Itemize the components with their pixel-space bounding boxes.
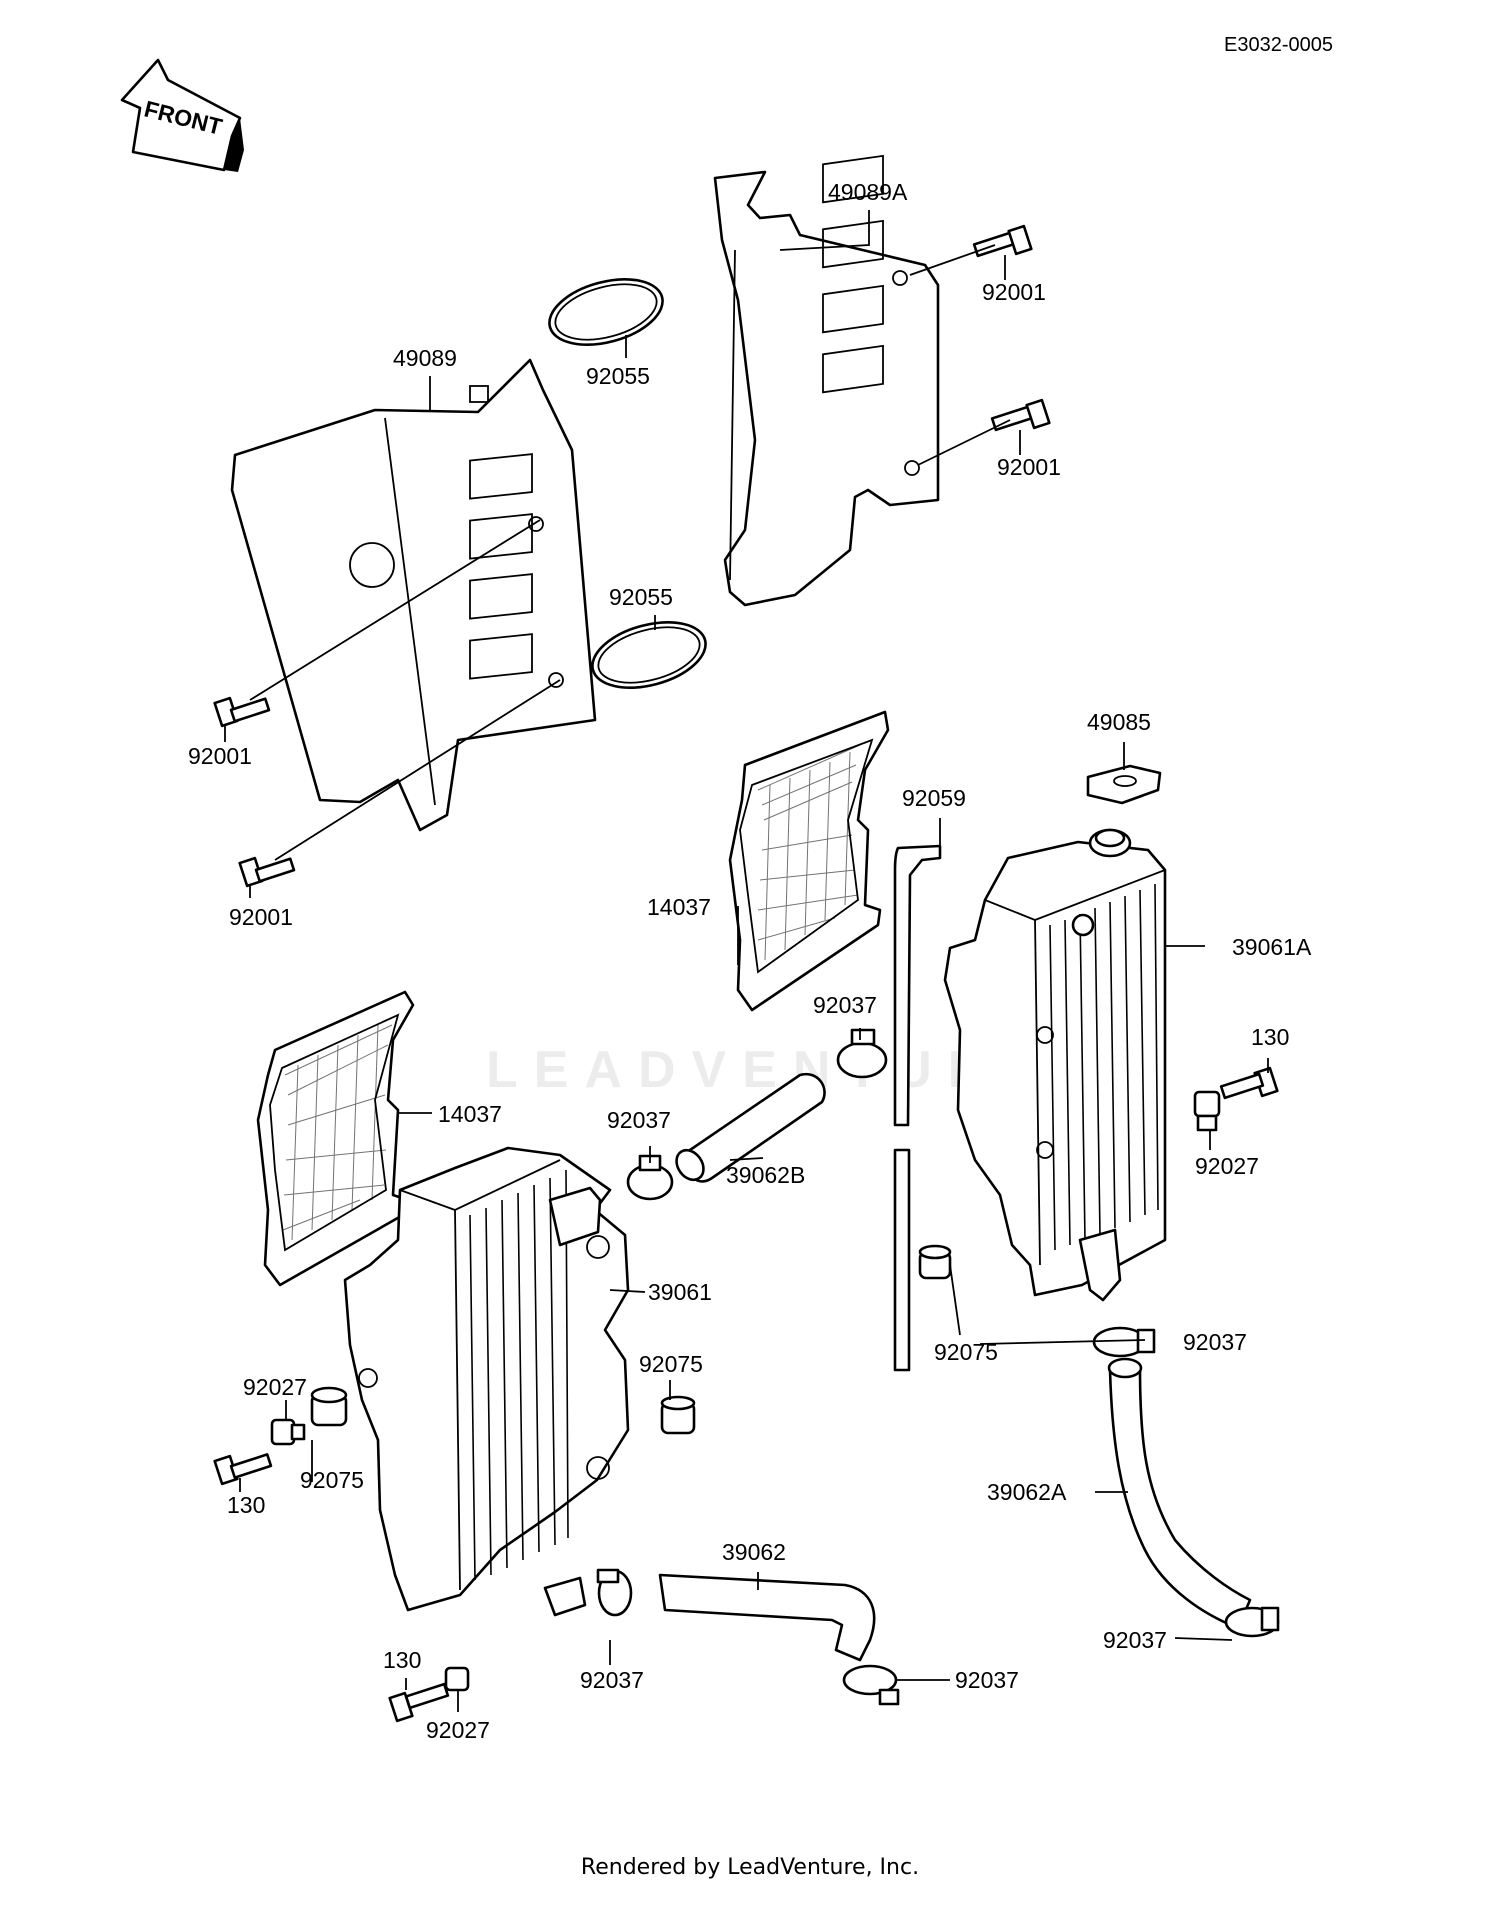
callout: 14037 [647,894,711,920]
clamp-1 [836,1028,888,1079]
grommet-2 [660,1395,696,1435]
collar-92027-right [1193,1090,1221,1132]
callout: 49089A [828,179,908,205]
callout: 92055 [586,363,650,389]
bolt-92001-c [213,696,271,728]
bolt-92001-a [972,224,1033,258]
callout: 130 [227,1492,265,1518]
callout: 39061 [648,1279,712,1305]
shroud-right [713,154,940,607]
bolt-92001-d [238,856,296,888]
clamp-6 [842,1664,900,1706]
clamp-3 [1092,1326,1156,1358]
leader-lines [224,210,1269,1712]
diagram-id: E3032-0005 [1224,34,1333,56]
bolt-130-right [1219,1066,1279,1100]
front-arrow: FRONT [120,58,244,172]
hose-39062 [658,1573,876,1662]
watermark: LEADVENTURE [486,1041,1053,1099]
callout: 92027 [1195,1153,1259,1179]
callout: 92037 [1103,1627,1167,1653]
collar-92027-left [270,1418,306,1446]
clamp-4 [1224,1606,1280,1638]
grommet-3 [310,1386,348,1427]
callout: 130 [383,1647,421,1673]
callout: 39062A [987,1479,1067,1505]
callout: 92001 [229,904,293,930]
callout: 92037 [955,1667,1019,1693]
callout: 130 [1251,1024,1289,1050]
callout: 92075 [934,1339,998,1365]
callout: 14037 [438,1101,502,1127]
callout: 39062 [722,1539,786,1565]
o-ring-lower [591,621,707,689]
callout: 49089 [393,345,457,371]
grill-lower [256,990,415,1287]
callout: 92055 [609,584,673,610]
callout: 92037 [1183,1329,1247,1355]
callout: 39062B [726,1162,805,1188]
hose-39062a [1108,1366,1252,1630]
radiator-right [943,828,1167,1302]
parts-diagram: FRONT [120,58,1312,1743]
callout: 92001 [997,454,1061,480]
callout: 92027 [243,1374,307,1400]
callout: 49085 [1087,709,1151,735]
grommet-1 [918,1244,952,1280]
callout: 92075 [639,1351,703,1377]
collar-92027-bottom [444,1666,470,1692]
radiator-left [343,1146,630,1617]
clamp-2 [626,1154,674,1201]
callout: 92037 [607,1107,671,1133]
callout: 39061A [1232,934,1312,960]
radiator-cap [1086,764,1162,805]
callout: 92037 [813,992,877,1018]
callout-labels: 49089A 92001 92001 49089 92055 92055 920… [188,179,1312,1743]
callout: 92027 [426,1717,490,1743]
clamp-5 [596,1568,633,1617]
callout: 92001 [188,743,252,769]
callout: 92001 [982,279,1046,305]
bolt-130-bottom [388,1682,450,1723]
footer: Rendered by LeadVenture, Inc. [580,1855,920,1880]
callout: 92075 [300,1467,364,1493]
overflow-tube [893,844,942,1372]
grill-upper [728,710,890,1012]
callout: 92059 [902,785,966,811]
o-ring-upper [548,278,664,346]
shroud-left [230,358,597,832]
bolt-130-left [213,1453,273,1486]
callout: 92037 [580,1667,644,1693]
